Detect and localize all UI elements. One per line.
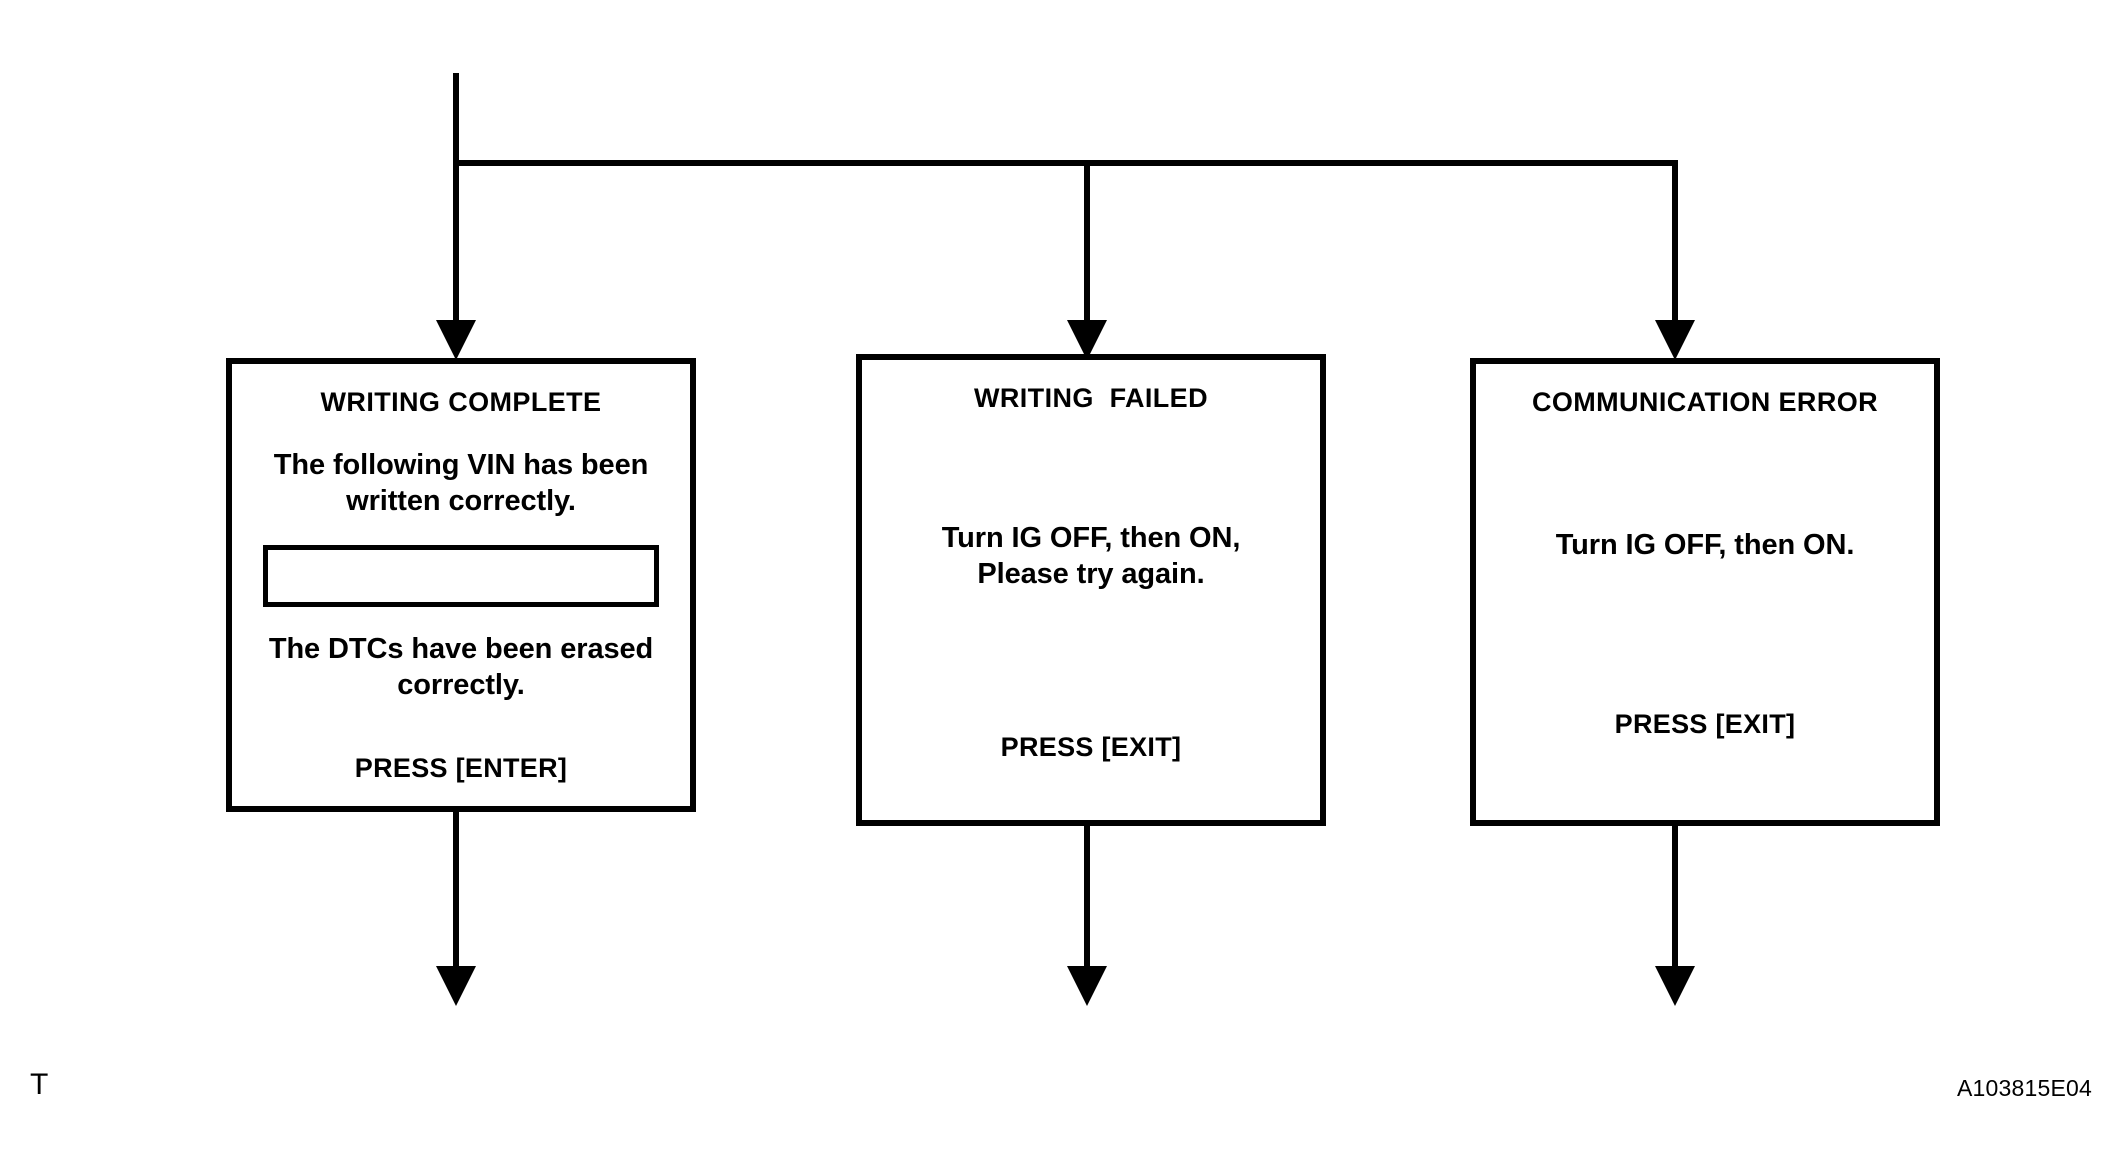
box-message-turn-ig-retry: Turn IG OFF, then ON, Please try again. [941, 522, 1241, 590]
box-message-turn-ig: Turn IG OFF, then ON. [1555, 529, 1855, 562]
distribution-bus-line [453, 160, 1678, 166]
branch-line-writing-failed [1084, 160, 1090, 326]
corner-marker-label: T [30, 1068, 49, 1101]
exit-line-writing-complete [453, 812, 459, 972]
exit-arrow-head-writing-complete [436, 966, 476, 1006]
box-message-dtcs-erased: The DTCs have been erased correctly. [268, 633, 654, 701]
box-footer-press-exit-comm[interactable]: PRESS [EXIT] [1614, 708, 1796, 739]
vin-display-field[interactable] [263, 545, 659, 608]
figure-reference-code: A103815E04 [1957, 1075, 2093, 1101]
exit-arrow-head-writing-failed [1067, 966, 1107, 1006]
exit-line-communication-error [1672, 826, 1678, 972]
branch-line-communication-error [1672, 160, 1678, 326]
arrow-head-writing-complete [436, 320, 476, 360]
box-footer-press-exit-failed[interactable]: PRESS [EXIT] [1000, 732, 1182, 763]
exit-line-writing-failed [1084, 826, 1090, 972]
box-message-vin-written: The following VIN has been written corre… [273, 449, 649, 517]
box-title-communication-error: COMMUNICATION ERROR [1531, 387, 1879, 417]
screen-box-writing-complete: WRITING COMPLETE The following VIN has b… [226, 358, 696, 812]
exit-arrow-head-communication-error [1655, 966, 1695, 1006]
box-title-writing-failed: WRITING FAILED [974, 383, 1208, 413]
branch-line-writing-complete [453, 160, 459, 326]
arrow-head-writing-failed [1067, 320, 1107, 360]
screen-box-writing-failed: WRITING FAILED Turn IG OFF, then ON, Ple… [856, 354, 1326, 826]
box-footer-press-enter[interactable]: PRESS [ENTER] [354, 752, 568, 783]
screen-box-communication-error: COMMUNICATION ERROR Turn IG OFF, then ON… [1470, 358, 1940, 826]
trunk-vertical-line [453, 73, 459, 166]
arrow-head-communication-error [1655, 320, 1695, 360]
box-title-writing-complete: WRITING COMPLETE [320, 387, 602, 417]
